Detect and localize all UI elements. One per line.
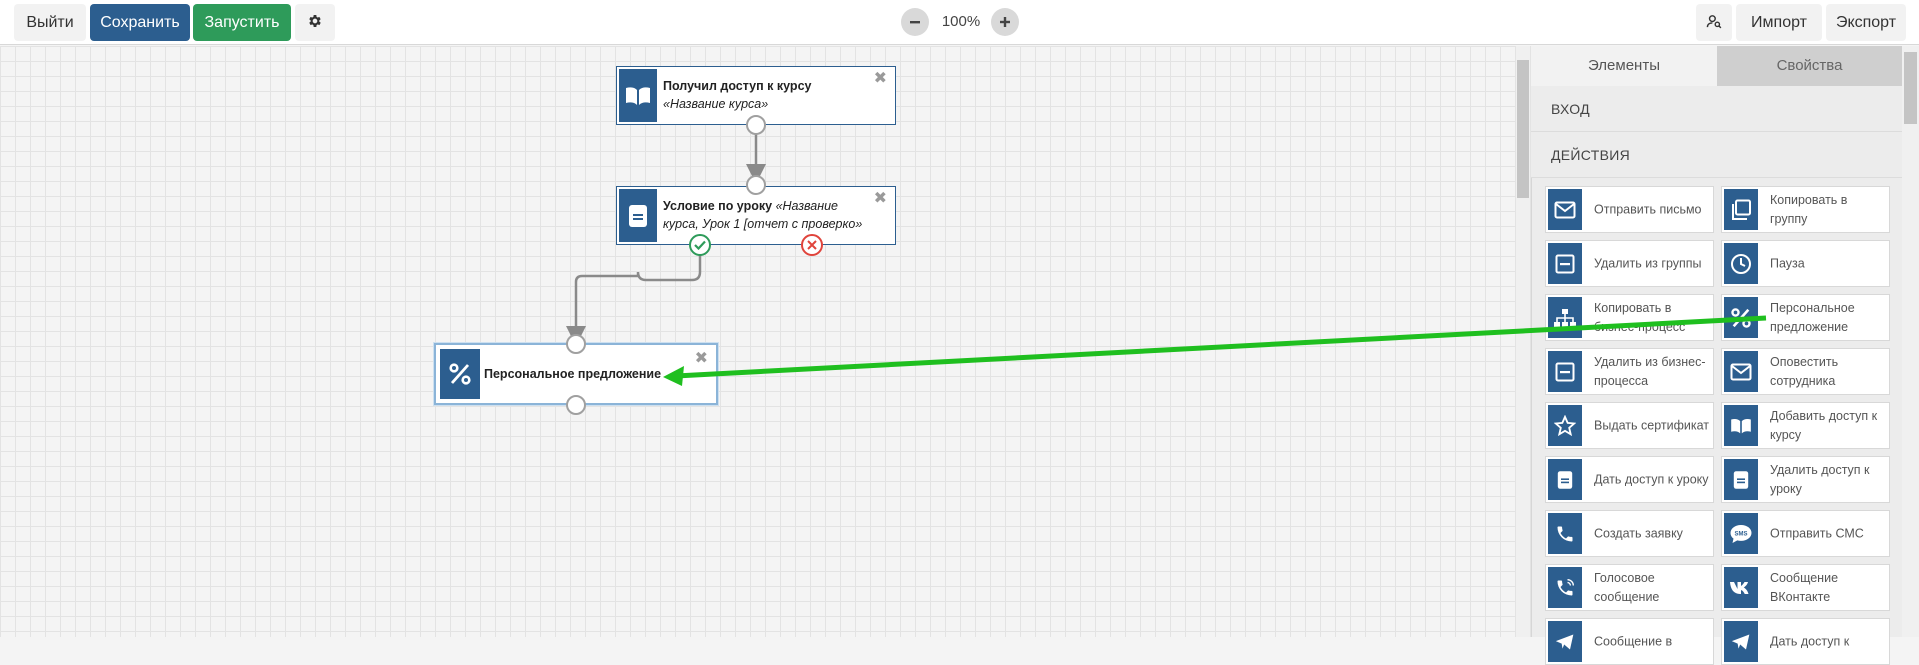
action-item-label: Копировать в группу — [1770, 192, 1848, 226]
lesson-icon — [1724, 459, 1758, 500]
sitemap-icon — [1548, 297, 1582, 338]
action-item[interactable]: Сообщение ВКонтакте — [1721, 564, 1890, 611]
telegram-icon — [1724, 621, 1758, 662]
action-item[interactable]: Удалить из группы — [1545, 240, 1714, 287]
percent-icon — [1724, 297, 1758, 338]
action-item[interactable]: Копировать в бизнес-процесс — [1545, 294, 1714, 341]
plus-icon — [1000, 17, 1010, 27]
action-item[interactable]: Персональное предложение — [1721, 294, 1890, 341]
copy-icon — [1724, 189, 1758, 230]
zoom-out-button[interactable] — [901, 8, 929, 36]
minus-box-icon — [1548, 243, 1582, 284]
percent-icon — [440, 349, 480, 399]
sms-icon: SMS — [1724, 513, 1758, 554]
toolbar: Выйти Сохранить Запустить 100% Импорт Эк… — [0, 0, 1919, 45]
node-label: Получил доступ к курсу «Название курса» — [663, 79, 812, 111]
panel-tabs: Элементы Свойства — [1531, 46, 1902, 86]
input-port[interactable] — [566, 334, 586, 354]
action-item-label: Оповестить сотрудника — [1770, 354, 1839, 388]
action-item[interactable]: Добавить доступ к курсу — [1721, 402, 1890, 449]
action-item[interactable]: Создать заявку — [1545, 510, 1714, 557]
canvas-scroll-thumb[interactable] — [1517, 60, 1529, 198]
action-item[interactable]: Выдать сертификат — [1545, 402, 1714, 449]
import-button[interactable]: Импорт — [1736, 4, 1822, 41]
fail-port[interactable] — [801, 234, 823, 256]
output-port[interactable] — [746, 115, 766, 135]
lesson-icon — [1548, 459, 1582, 500]
action-item-label: Отправить СМС — [1770, 526, 1864, 540]
action-item-label: Сообщение ВКонтакте — [1770, 570, 1839, 604]
workflow-node-lesson-condition[interactable]: Условие по уроку «Название курса, Урок 1… — [616, 186, 896, 245]
section-actions[interactable]: ДЕЙСТВИЯ — [1531, 132, 1902, 178]
action-item[interactable]: Сообщение в — [1545, 618, 1714, 665]
tab-properties[interactable]: Свойства — [1717, 46, 1902, 86]
action-item[interactable]: Пауза — [1721, 240, 1890, 287]
clock-icon — [1724, 243, 1758, 284]
action-item[interactable]: Голосовое сообщение — [1545, 564, 1714, 611]
output-port[interactable] — [566, 395, 586, 415]
exit-button[interactable]: Выйти — [14, 4, 86, 41]
input-port[interactable] — [746, 175, 766, 195]
close-icon[interactable]: ✖ — [694, 350, 708, 367]
action-item[interactable]: Отправить письмо — [1545, 186, 1714, 233]
run-button[interactable]: Запустить — [193, 4, 291, 41]
action-item-label: Создать заявку — [1594, 526, 1683, 540]
workflow-canvas[interactable]: Получил доступ к курсу «Название курса» … — [0, 46, 1531, 637]
user-search-icon — [1706, 14, 1721, 29]
export-button[interactable]: Экспорт — [1826, 4, 1906, 41]
action-item[interactable]: Дать доступ к уроку — [1545, 456, 1714, 503]
action-item-label: Дать доступ к уроку — [1594, 472, 1709, 486]
envelope-icon — [1548, 189, 1582, 230]
action-item-label: Выдать сертификат — [1594, 418, 1710, 432]
action-item-label: Пауза — [1770, 256, 1805, 270]
settings-button[interactable] — [295, 4, 335, 41]
action-item[interactable]: Копировать в группу — [1721, 186, 1890, 233]
close-icon[interactable]: ✖ — [873, 70, 887, 87]
x-icon — [807, 240, 817, 250]
success-port[interactable] — [689, 234, 711, 256]
action-item-label: Дать доступ к — [1770, 634, 1850, 648]
envelope-icon — [1724, 351, 1758, 392]
action-item-label: Добавить доступ к курсу — [1770, 408, 1878, 442]
star-icon — [1548, 405, 1582, 446]
action-item-label: Отправить письмо — [1594, 202, 1702, 216]
section-entry[interactable]: ВХОД — [1531, 86, 1902, 132]
action-item-label: Удалить из группы — [1594, 256, 1702, 270]
vk-icon — [1724, 567, 1758, 608]
telegram-icon — [1548, 621, 1582, 662]
user-search-button[interactable] — [1696, 4, 1732, 41]
lesson-icon — [619, 189, 657, 242]
voice-phone-icon — [1548, 567, 1582, 608]
action-item-label: Копировать в бизнес-процесс — [1594, 300, 1686, 334]
action-item[interactable]: Дать доступ к — [1721, 618, 1890, 665]
book-open-icon — [1724, 405, 1758, 446]
action-item[interactable]: SMS Отправить СМС — [1721, 510, 1890, 557]
action-item-label: Персональное предложение — [1770, 300, 1855, 334]
connector-line — [566, 246, 702, 346]
tab-elements[interactable]: Элементы — [1531, 46, 1717, 86]
zoom-level: 100% — [941, 13, 981, 30]
minus-icon — [910, 21, 920, 24]
node-label: Условие по уроку «Название курса, Урок 1… — [663, 199, 863, 231]
zoom-in-button[interactable] — [991, 8, 1019, 36]
panel-scroll-thumb[interactable] — [1904, 52, 1917, 124]
action-item-label: Удалить доступ к уроку — [1770, 462, 1870, 496]
panel-scrollbar[interactable] — [1902, 46, 1919, 637]
book-open-icon — [619, 69, 657, 122]
check-icon — [694, 240, 706, 250]
close-icon[interactable]: ✖ — [873, 190, 887, 207]
phone-icon — [1548, 513, 1582, 554]
action-item[interactable]: Оповестить сотрудника — [1721, 348, 1890, 395]
action-item-label: Голосовое сообщение — [1594, 570, 1660, 604]
node-label: Персональное предложение — [484, 367, 662, 381]
action-item[interactable]: Удалить из бизнес-процесса — [1545, 348, 1714, 395]
connectors — [566, 124, 766, 346]
action-item-label: Удалить из бизнес-процесса — [1594, 354, 1706, 388]
gear-icon — [309, 15, 321, 28]
action-item-label: Сообщение в — [1594, 634, 1673, 648]
minus-box-icon — [1548, 351, 1582, 392]
save-button[interactable]: Сохранить — [90, 4, 190, 41]
svg-text:SMS: SMS — [1734, 531, 1747, 537]
action-item[interactable]: Удалить доступ к уроку — [1721, 456, 1890, 503]
